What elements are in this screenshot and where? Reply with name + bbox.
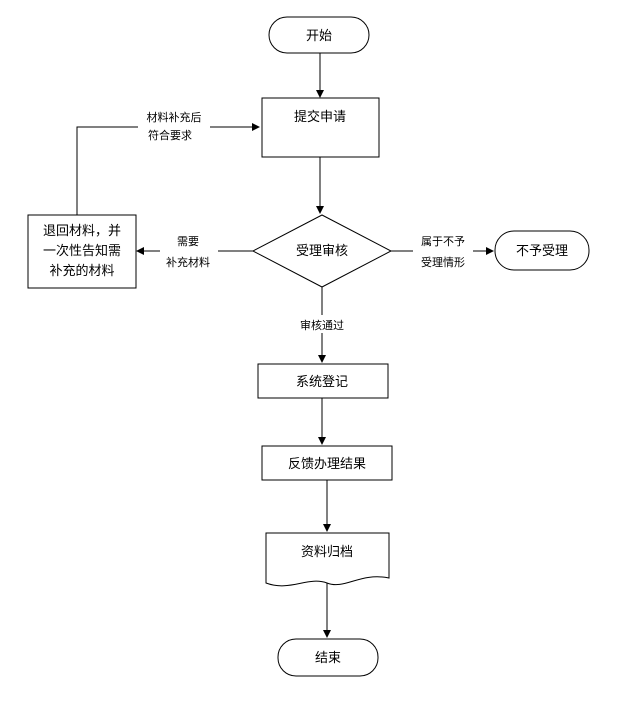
node-submit-label: 提交申请: [294, 109, 346, 125]
edge-label-resubmit-line2: 符合要求: [148, 128, 192, 142]
node-archive-label: 资料归档: [301, 545, 353, 560]
node-submit: 提交申请: [261, 97, 380, 158]
node-feedback-label: 反馈办理结果: [288, 457, 366, 472]
edge-label-not-accepted-line1: 属于不予: [421, 235, 465, 248]
edge-label-need-more-line1: 需要: [177, 235, 199, 248]
node-return-materials-line1: 退回材料，并: [43, 224, 121, 239]
edge-label-not-accepted-line2: 受理情形: [421, 256, 465, 269]
node-end-label: 结束: [315, 651, 341, 666]
node-start-label: 开始: [306, 29, 332, 44]
node-return-materials: 退回材料，并 一次性告知需 补充的材料: [27, 214, 137, 289]
node-archive: 资料归档: [265, 532, 390, 587]
node-register-label: 系统登记: [296, 375, 348, 390]
node-reject-label: 不予受理: [516, 244, 568, 259]
node-return-materials-line3: 补充的材料: [49, 263, 114, 279]
node-feedback: 反馈办理结果: [261, 445, 393, 481]
node-register: 系统登记: [257, 363, 389, 399]
edge-label-need-more-line2: 补充材料: [166, 255, 210, 269]
node-review-label: 受理审核: [296, 244, 348, 259]
node-end: 结束: [277, 638, 379, 677]
node-start: 开始: [268, 16, 370, 54]
node-review: 受理审核: [251, 214, 393, 288]
node-return-materials-line2: 一次性告知需: [43, 243, 121, 259]
node-reject: 不予受理: [494, 230, 590, 271]
edge-label-approved: 审核通过: [300, 318, 344, 332]
edge-label-resubmit-line1: 材料补充后: [147, 110, 202, 124]
